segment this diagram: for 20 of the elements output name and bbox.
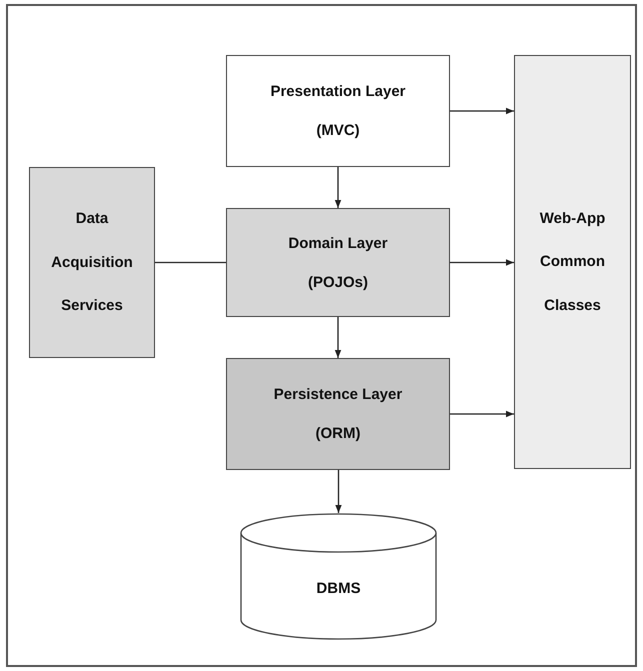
process-box xyxy=(29,167,155,358)
process-box xyxy=(226,358,450,470)
node-label: (POJOs) xyxy=(308,272,368,292)
node-label: (MVC) xyxy=(316,121,360,141)
node-label: Web-App Common Classes xyxy=(538,208,606,316)
node-label: DBMS xyxy=(316,579,361,599)
node-label: Presentation Layer xyxy=(270,82,406,102)
arrow xyxy=(450,259,514,266)
arrow xyxy=(450,410,514,418)
arrow xyxy=(334,317,342,358)
arrow xyxy=(335,470,342,513)
node-label: Data Acquisition Services xyxy=(50,209,134,316)
node-label: (ORM) xyxy=(316,424,360,444)
process-box xyxy=(514,55,631,469)
node-label: Domain Layer xyxy=(288,234,388,254)
node-label: Persistence Layer xyxy=(274,385,402,405)
arrow xyxy=(450,108,514,114)
arrow xyxy=(334,167,342,208)
process-box xyxy=(226,55,450,167)
process-box xyxy=(226,208,450,317)
